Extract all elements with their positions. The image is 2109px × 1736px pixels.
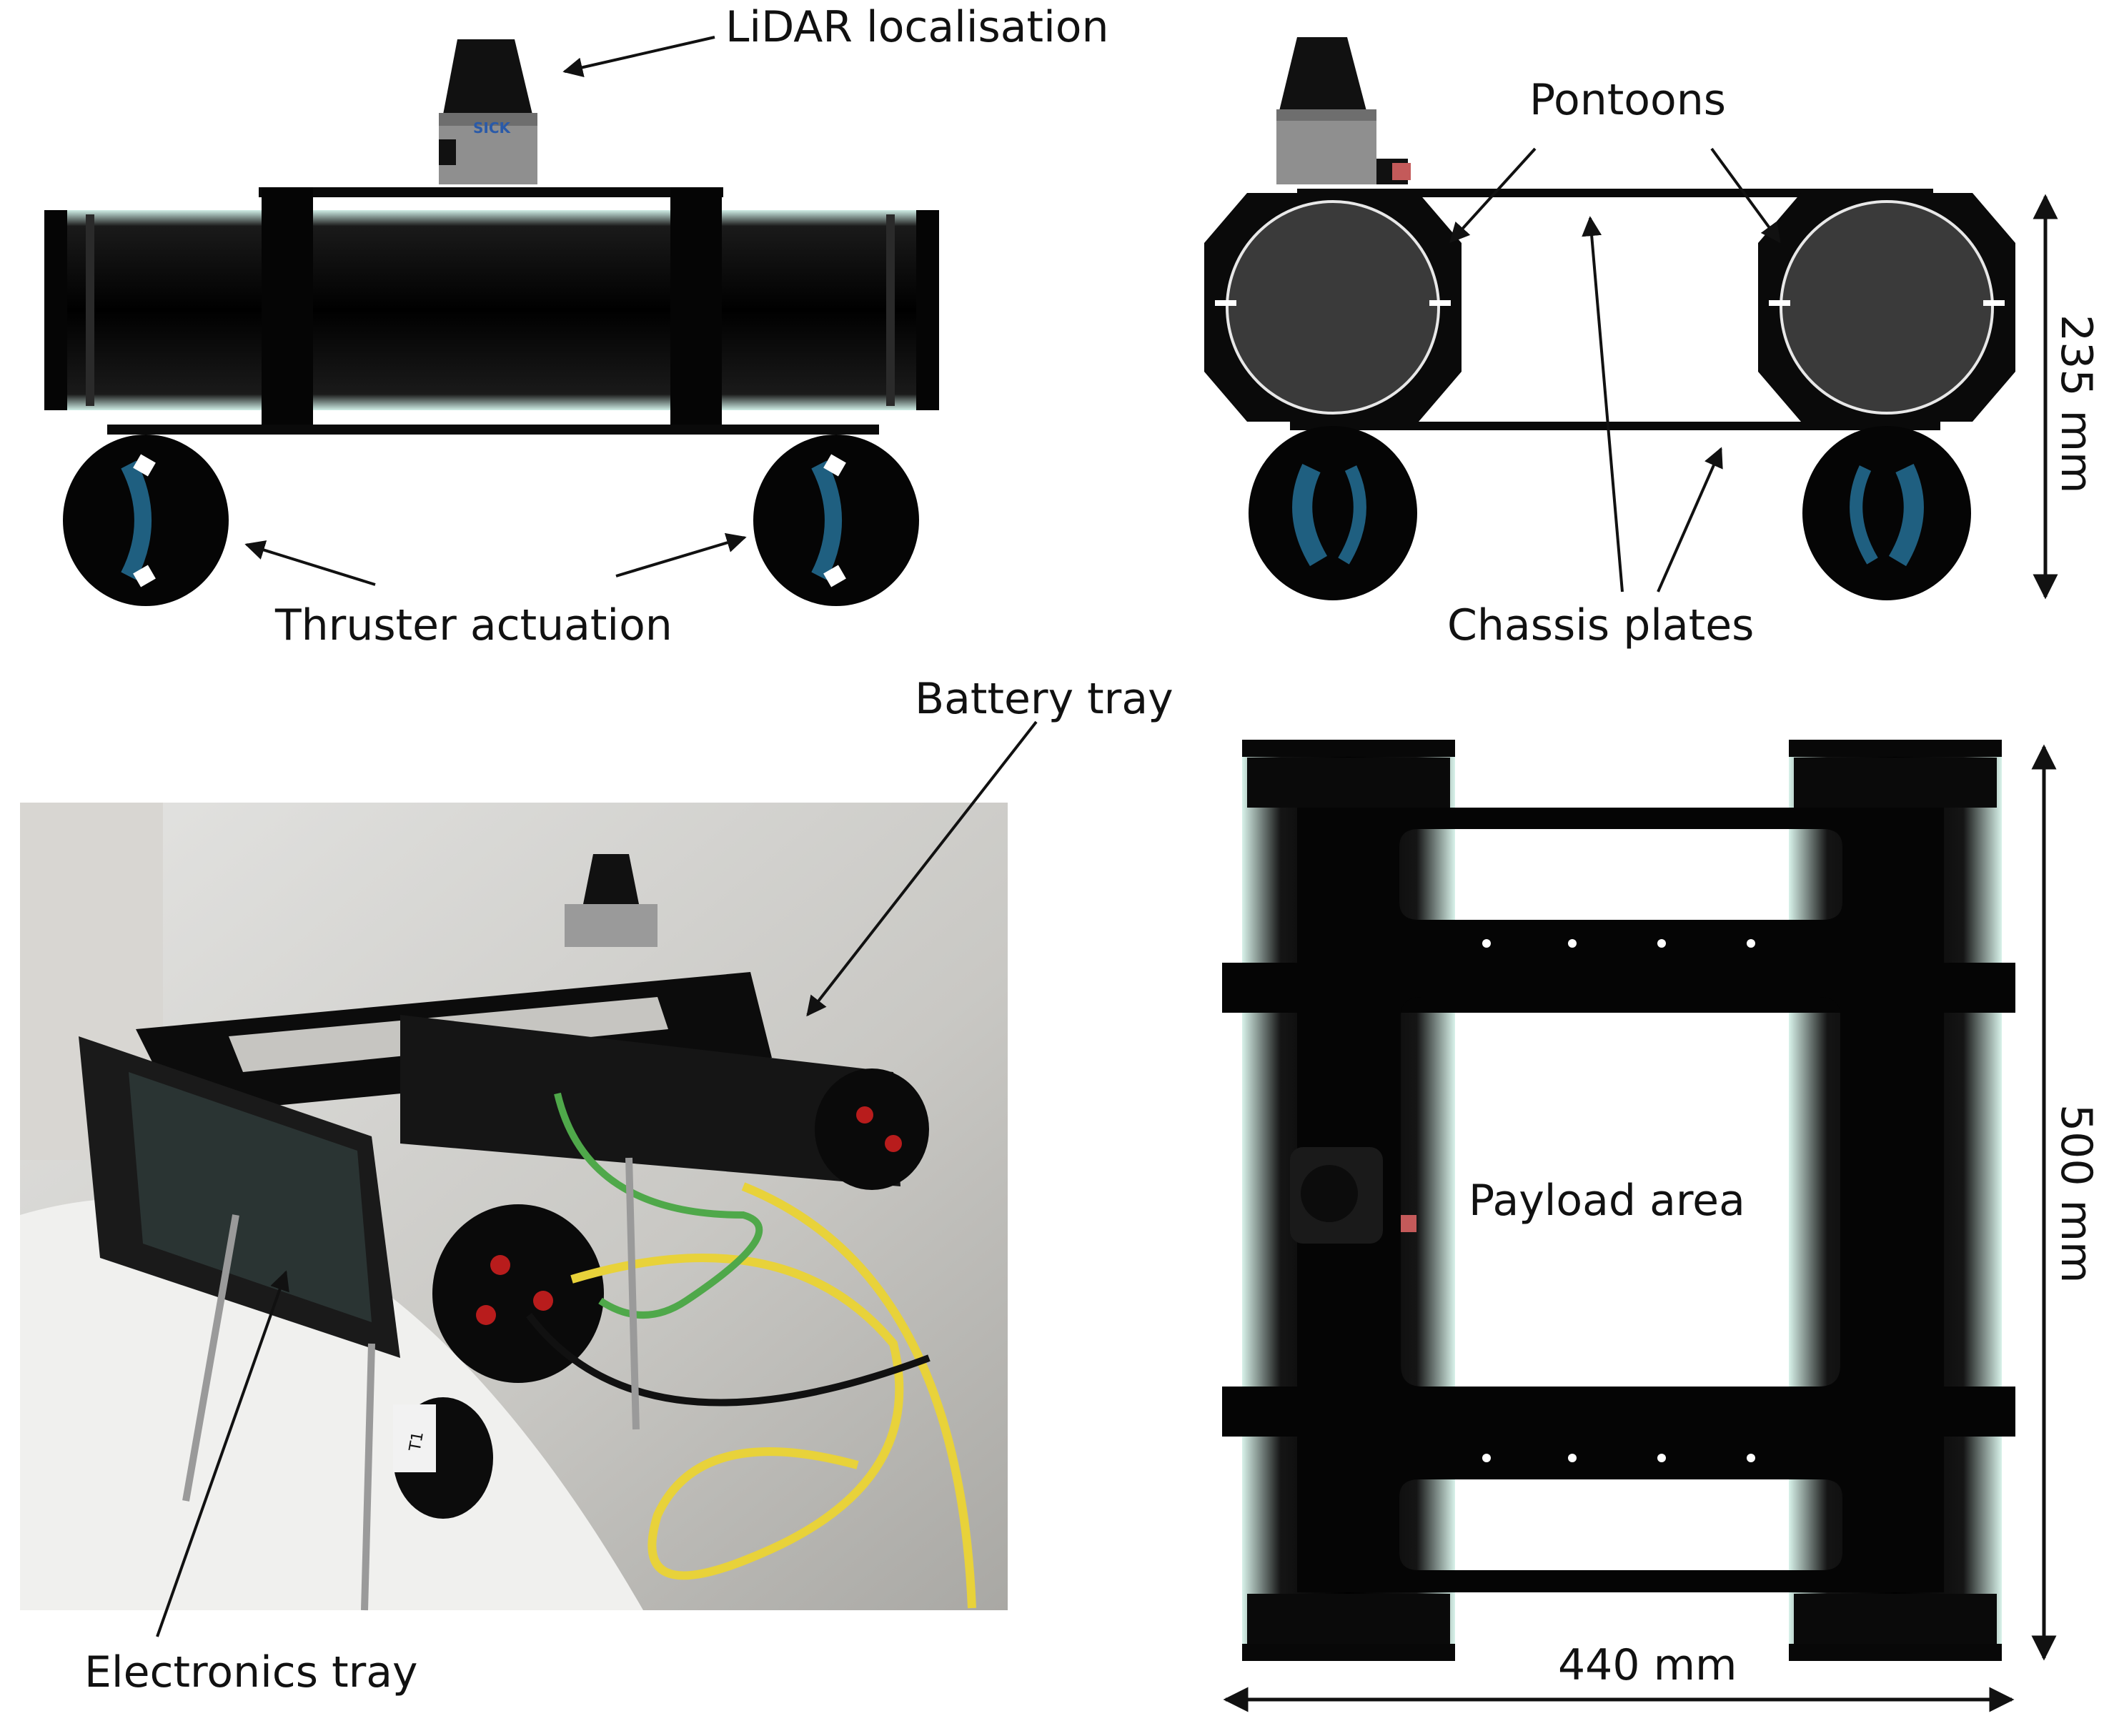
thruster-icon — [63, 435, 229, 606]
pontoons-label: Pontoons — [1529, 75, 1726, 125]
arrow-icon — [1657, 447, 1723, 592]
arrow-icon — [562, 36, 715, 78]
length-dimension-label: 500 mm — [2051, 1104, 2101, 1284]
side-view: SICK LiDAR localisat — [44, 2, 1108, 650]
arrow-icon — [1582, 216, 1624, 592]
hull-tube-side — [44, 210, 939, 410]
arrow-icon — [244, 540, 376, 586]
bottom-chassis-plate-side — [107, 425, 879, 435]
top-view: 500 mm 440 mm Payload area — [1222, 740, 2101, 1712]
chassis-plates-label: Chassis plates — [1447, 600, 1754, 650]
chassis-plate-top — [1297, 808, 1944, 1592]
thruster-icon — [753, 435, 919, 606]
payload-area-label: Payload area — [1469, 1176, 1745, 1226]
lidar-sensor-icon: SICK — [439, 39, 537, 184]
front-view: 235 mm Pontoons Chassis plates — [1204, 37, 2101, 650]
thruster-icon — [1802, 426, 1971, 600]
pontoon-icon — [1758, 193, 2015, 422]
top-chassis-plate-side — [259, 187, 723, 197]
thruster-tag: T1 — [406, 1430, 427, 1453]
electronics-tray-label: Electronics tray — [84, 1647, 418, 1697]
arrow-icon — [156, 1270, 289, 1637]
height-dimension-label: 235 mm — [2051, 314, 2101, 494]
strap-left-side — [262, 187, 313, 430]
vehicle-photo: T1 Battery tray Electronics tray — [20, 674, 1173, 1697]
width-dimension-label: 440 mm — [1558, 1640, 1737, 1690]
lidar-label: LiDAR localisation — [725, 2, 1108, 52]
lidar-sensor-icon — [1276, 37, 1411, 184]
arrow-icon — [1710, 147, 1781, 244]
bottom-chassis-plate-front — [1290, 422, 1940, 430]
top-chassis-plate-front — [1297, 189, 1933, 197]
strap-right-side — [670, 187, 722, 430]
battery-tray-label: Battery tray — [915, 674, 1173, 724]
thruster-label: Thruster actuation — [274, 600, 673, 650]
arrow-icon — [615, 532, 747, 577]
thruster-icon — [1249, 426, 1417, 600]
pontoon-icon — [1204, 193, 1462, 422]
arrow-icon — [1449, 147, 1537, 244]
arrow-icon — [806, 720, 1038, 1017]
lidar-brand-text: SICK — [473, 119, 512, 137]
